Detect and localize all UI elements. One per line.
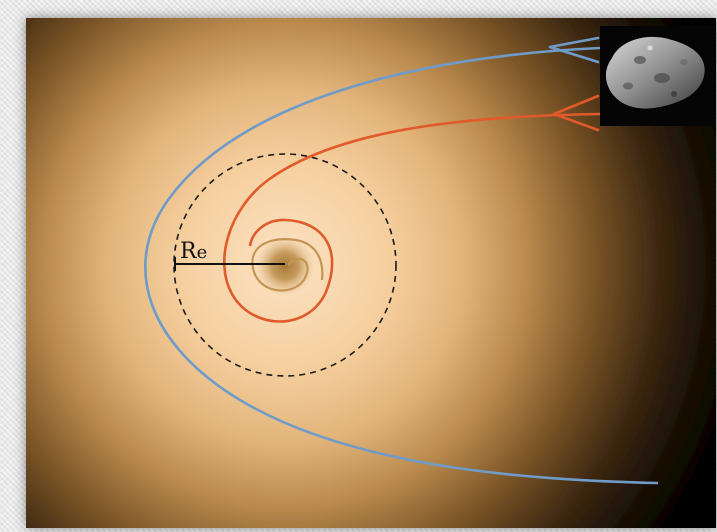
radius-label: Re <box>180 239 207 264</box>
radius-label-main: R <box>180 239 198 264</box>
blue-arrow-icon <box>548 36 600 64</box>
red-capture-trajectory <box>223 112 601 323</box>
blue-flyby-trajectory <box>144 46 659 485</box>
inner-spiral-trajectory <box>251 238 324 292</box>
asteroid-photo-icon <box>600 26 716 126</box>
radius-label-sub: e <box>197 242 208 263</box>
dashed-radius-circle <box>173 153 397 377</box>
red-arrow-icon <box>552 94 600 132</box>
